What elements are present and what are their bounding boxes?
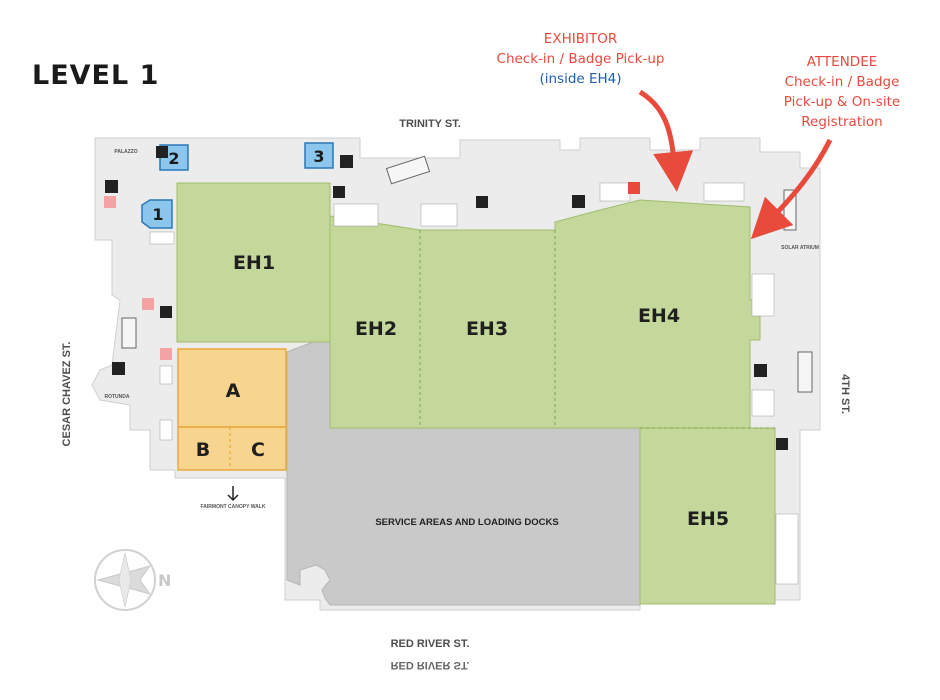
- room-c-label: C: [251, 439, 265, 461]
- compass-rose-icon: N: [94, 549, 171, 611]
- eh3-label: EH3: [466, 318, 508, 340]
- street-north: TRINITY ST.: [399, 118, 461, 130]
- exhibitor-callout-line3: (inside EH4): [539, 71, 622, 87]
- eh1-area: [176, 182, 331, 343]
- stair-icons: [105, 155, 767, 377]
- eh4-label: EH4: [638, 305, 680, 327]
- elevator-1: 1: [141, 199, 173, 229]
- eh5-area: [639, 427, 776, 605]
- street-south: RED RIVER ST.: [391, 638, 470, 650]
- solar-atrium-label: SOLAR ATRIUM: [781, 245, 819, 251]
- service-icons: [104, 182, 640, 360]
- elevator-1-label: 1: [152, 205, 163, 224]
- elevator-1-icon: [141, 199, 173, 229]
- canopy-walk-arrow-icon: [227, 486, 239, 502]
- street-east: 4TH ST.: [839, 374, 851, 414]
- exhibitor-callout: EXHIBITOR Check-in / Badge Pick-up (insi…: [478, 29, 683, 89]
- attendee-callout-line1: ATTENDEE: [806, 54, 878, 70]
- eh2-label: EH2: [355, 318, 397, 340]
- street-south-mirror: RED RIVER ST.: [391, 659, 470, 671]
- exhibitor-callout-line1: EXHIBITOR: [543, 31, 618, 47]
- room-bc-area: [177, 426, 287, 471]
- canopy-walk-label: FAIRMONT CANOPY WALK: [201, 504, 266, 510]
- room-b-label: B: [196, 439, 210, 461]
- elevator-3-label: 3: [313, 147, 324, 166]
- compass-north-label: N: [158, 571, 171, 590]
- eh1-label: EH1: [233, 252, 275, 274]
- elevator-2-label: 2: [168, 149, 179, 168]
- service-area-label: SERVICE AREAS AND LOADING DOCKS: [375, 517, 558, 528]
- info-icons: [156, 146, 788, 450]
- level-title: LEVEL 1: [32, 60, 160, 91]
- rotunda-label: ROTUNDA: [105, 394, 130, 400]
- eh5-label: EH5: [687, 508, 729, 530]
- eh2-eh4-area: [329, 199, 761, 429]
- room-a-area: [177, 348, 287, 428]
- restroom-icons: [149, 182, 799, 585]
- elevator-3-icon: [304, 142, 334, 169]
- palazzo-label: PALAZZO: [114, 149, 137, 155]
- room-a-label: A: [226, 380, 241, 402]
- attendee-arrow-icon: [750, 138, 833, 240]
- attendee-callout-line4: Registration: [801, 114, 883, 130]
- exhibitor-arrow-icon: [638, 89, 694, 192]
- attendee-callout-line3: Pick-up & On-site: [783, 94, 901, 110]
- elevator-3: 3: [304, 142, 334, 169]
- attendee-callout: ATTENDEE Check-in / Badge Pick-up & On-s…: [762, 52, 922, 132]
- street-west: CESAR CHAVEZ ST.: [61, 342, 73, 447]
- exhibitor-callout-line2: Check-in / Badge Pick-up: [496, 51, 665, 67]
- attendee-callout-line2: Check-in / Badge: [784, 74, 900, 90]
